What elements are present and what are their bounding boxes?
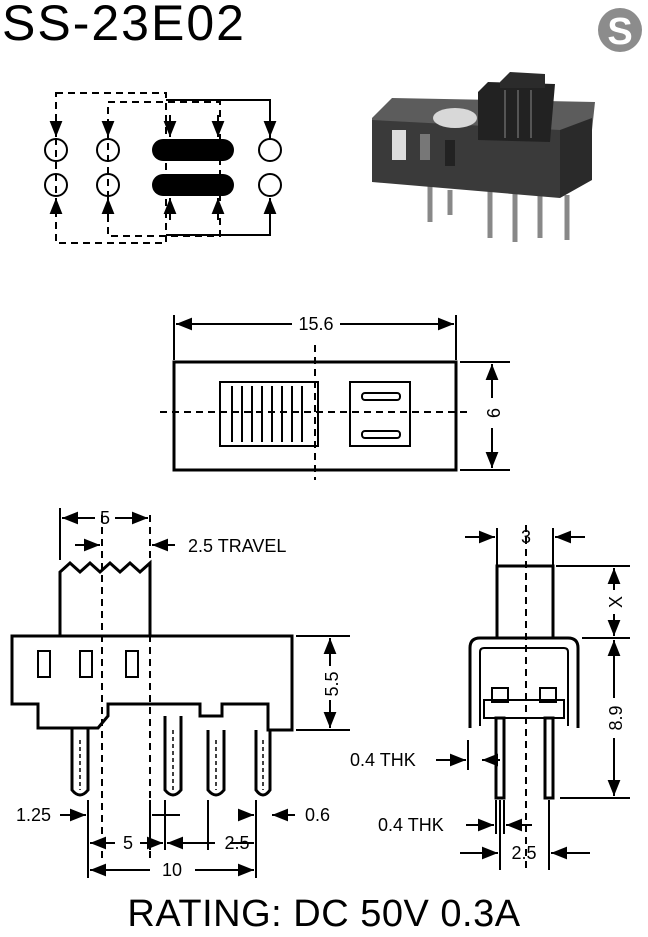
circuit-schematic: [44, 92, 282, 244]
dim-pin-offset-label: 1.25: [16, 805, 51, 825]
brand-logo-letter: S: [607, 11, 632, 53]
side-view: 3 X 8.9 0.4 THK 0.4 THK 2.5: [350, 525, 630, 870]
top-view: 15.6 6: [160, 314, 510, 480]
dim-pitch-a-label: 5: [123, 833, 133, 853]
dim-thk1-label: 0.4 THK: [350, 750, 416, 770]
dim-body-height-label: 5.5: [322, 671, 342, 696]
dim-width-label: 15.6: [298, 314, 333, 334]
dim-side-x-label: X: [606, 596, 626, 608]
dim-total-label: 10: [162, 860, 182, 880]
product-photo: [372, 72, 595, 242]
model-title: SS-23E02: [2, 0, 246, 51]
rating-text: RATING: DC 50V 0.3A: [127, 893, 521, 935]
dim-thk2-label: 0.4 THK: [378, 815, 444, 835]
dim-actuator-label: 5: [100, 508, 110, 528]
dim-side-height-label: 8.9: [606, 705, 626, 730]
brand-logo: S: [598, 8, 642, 53]
dim-side-width-label: 3: [521, 527, 531, 547]
dim-side-pitch-label: 2.5: [511, 843, 536, 863]
dim-pitch-b-label: 2.5: [224, 833, 249, 853]
front-view: 5 2.5 TRAVEL 5.5 1.25 0.6 5 2.5 10: [10, 508, 350, 880]
dim-pin-dia-label: 0.6: [305, 805, 330, 825]
dim-height-label: 6: [484, 408, 504, 418]
dim-travel-label: 2.5 TRAVEL: [188, 536, 286, 556]
